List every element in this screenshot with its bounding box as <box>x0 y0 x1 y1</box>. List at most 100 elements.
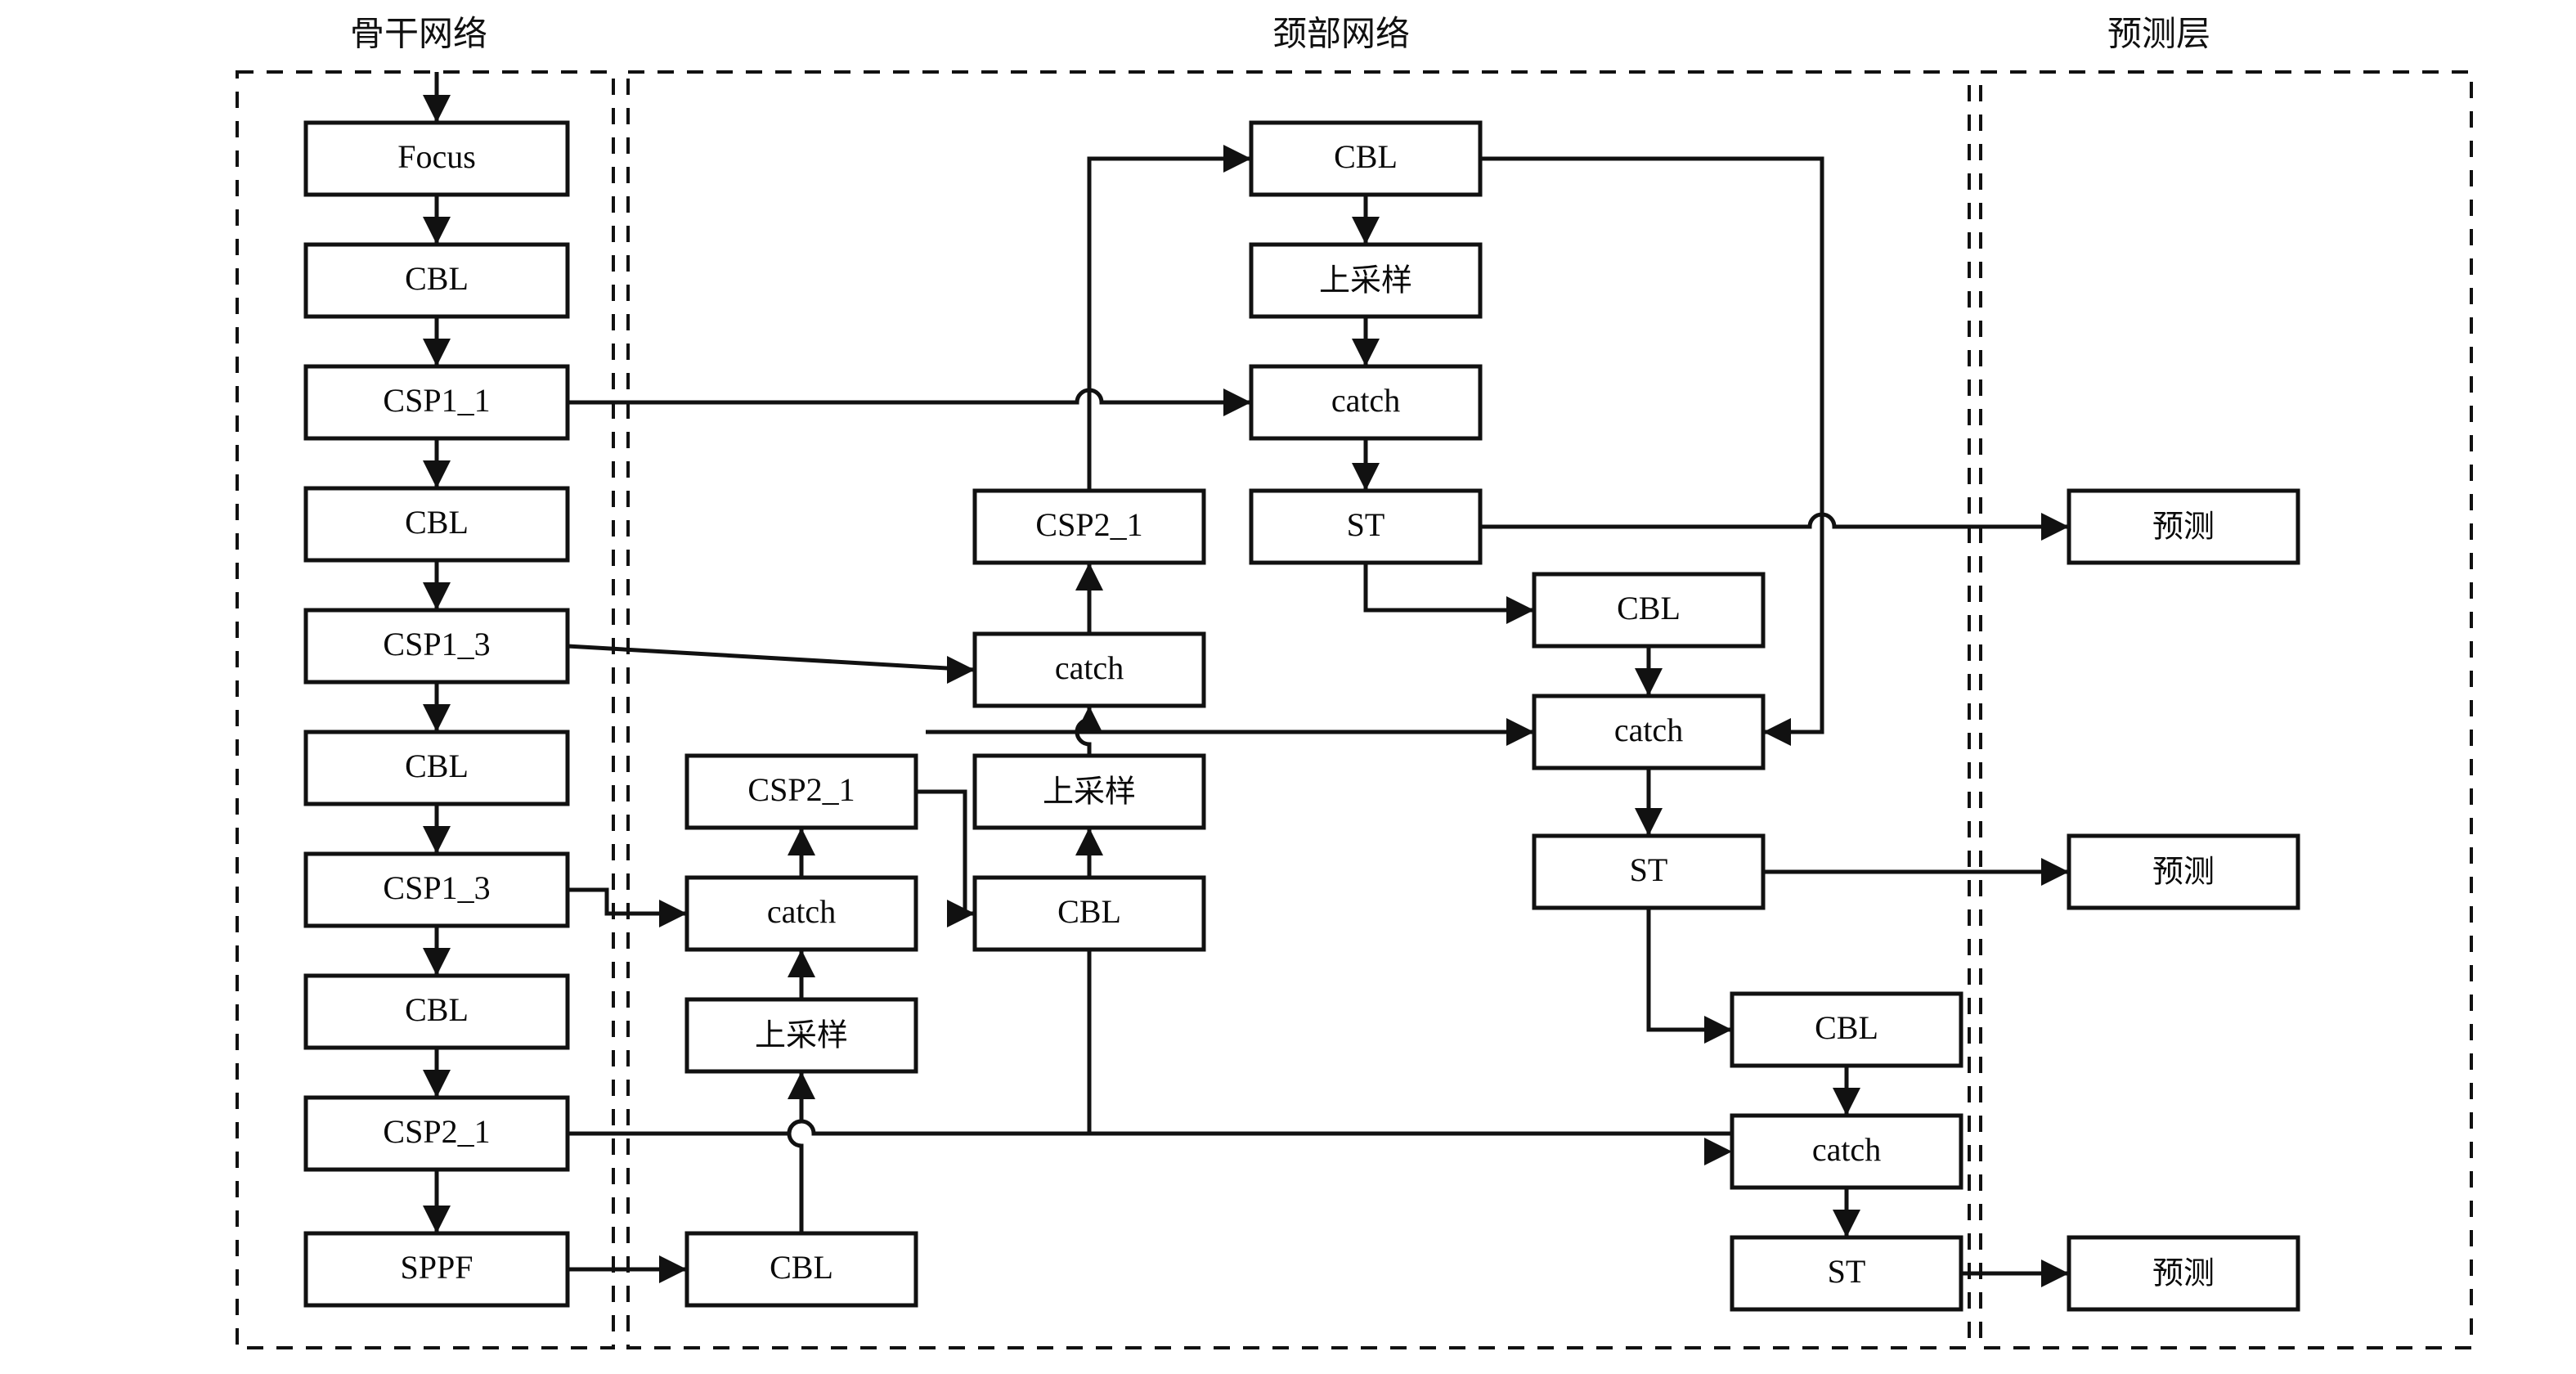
edge-input-focus-head <box>423 95 451 123</box>
node-box-n2_up[interactable] <box>972 753 1206 830</box>
edge-n2csp-n3cbl-head <box>1223 145 1251 173</box>
node-box-bb_cbl4[interactable] <box>303 973 570 1050</box>
node-label-p_pred2: 预测 <box>2152 854 2215 890</box>
node-box-n5_st[interactable] <box>1730 1235 1963 1312</box>
node-label-n3_cbl: CBL <box>1334 138 1398 175</box>
node-box-n1_cbl[interactable] <box>684 1231 918 1308</box>
node-box-n5_cbl[interactable] <box>1730 991 1963 1068</box>
node-box-bb_sppf[interactable] <box>303 1231 570 1308</box>
node-bb_sppf[interactable]: SPPF <box>303 1231 570 1308</box>
node-label-n4_cbl: CBL <box>1617 590 1681 626</box>
edge-csp13a-n2catch <box>567 644 976 672</box>
section-title-prediction: 预测层 <box>2107 16 2210 54</box>
node-box-n5_catch[interactable] <box>1730 1113 1963 1190</box>
node-n4_cbl[interactable]: CBL <box>1532 572 1766 649</box>
node-bb_csp13a[interactable]: CSP1_3 <box>303 608 570 685</box>
edge-n1csp-n2cbl-head <box>947 900 975 927</box>
node-p_pred1[interactable]: 预测 <box>2067 488 2300 565</box>
node-box-p_pred2[interactable] <box>2067 833 2300 910</box>
node-n1_cbl[interactable]: CBL <box>684 1231 918 1308</box>
edge-bb_cbl2-bb_csp13a-head <box>423 582 451 610</box>
node-p_pred2[interactable]: 预测 <box>2067 833 2300 910</box>
node-n3_catch[interactable]: catch <box>1249 364 1483 441</box>
edge-n4catch-n4st-head <box>1635 808 1663 836</box>
edge-bb_cbl3-bb_csp13b-head <box>423 826 451 854</box>
node-label-bb_focus: Focus <box>397 138 476 175</box>
node-label-p_pred1: 预测 <box>2152 509 2215 545</box>
node-label-n1_cbl: CBL <box>770 1249 833 1286</box>
node-bb_cbl3[interactable]: CBL <box>303 730 570 806</box>
node-n2_catch[interactable]: catch <box>972 631 1206 708</box>
node-box-p_pred3[interactable] <box>2067 1235 2300 1312</box>
section-frame-prediction <box>1979 70 2473 1349</box>
node-n5_catch[interactable]: catch <box>1730 1113 1963 1190</box>
node-box-n1_csp[interactable] <box>684 753 918 830</box>
node-box-bb_csp11[interactable] <box>303 364 570 441</box>
node-n4_catch[interactable]: catch <box>1532 694 1766 770</box>
node-box-n3_up[interactable] <box>1249 242 1483 319</box>
node-n2_cbl[interactable]: CBL <box>972 875 1206 952</box>
node-label-n1_up: 上采样 <box>755 1017 848 1053</box>
node-bb_csp21[interactable]: CSP2_1 <box>303 1095 570 1172</box>
node-box-n3_st[interactable] <box>1249 488 1483 565</box>
edge-bb_csp13a-bb_cbl3-head <box>423 704 451 732</box>
section-title-backbone: 骨干网络 <box>350 16 487 54</box>
edge-n1cbl-n1up-head <box>788 1071 815 1099</box>
node-label-bb_cbl4: CBL <box>405 991 469 1028</box>
edge-n2up-n2catch-head <box>1075 706 1103 734</box>
node-n5_st[interactable]: ST <box>1730 1235 1963 1312</box>
node-box-n4_cbl[interactable] <box>1532 572 1766 649</box>
node-n2_up[interactable]: 上采样 <box>972 753 1206 830</box>
edge-n4st-n5cbl <box>1646 908 1732 1032</box>
node-bb_cbl2[interactable]: CBL <box>303 486 570 563</box>
edge-bb_csp11-bb_cbl2-head <box>423 460 451 488</box>
node-bb_csp13b[interactable]: CSP1_3 <box>303 851 570 928</box>
node-box-p_pred1[interactable] <box>2067 488 2300 565</box>
node-bb_cbl4[interactable]: CBL <box>303 973 570 1050</box>
node-box-bb_cbl2[interactable] <box>303 486 570 563</box>
edge-n2catch-n2csp-head <box>1075 563 1103 590</box>
edge-n3st-pred1 <box>1480 512 2069 529</box>
node-n5_cbl[interactable]: CBL <box>1730 991 1963 1068</box>
node-box-bb_cbl1[interactable] <box>303 242 570 319</box>
edge-n3cbl-n4catch <box>1480 156 1824 734</box>
section-title-neck: 颈部网络 <box>1272 16 1410 54</box>
node-n3_cbl[interactable]: CBL <box>1249 120 1483 197</box>
node-box-bb_csp13a[interactable] <box>303 608 570 685</box>
node-box-bb_csp13b[interactable] <box>303 851 570 928</box>
node-box-bb_csp21[interactable] <box>303 1095 570 1172</box>
node-bb_csp11[interactable]: CSP1_1 <box>303 364 570 441</box>
node-box-n1_up[interactable] <box>684 997 918 1074</box>
node-box-n2_cbl[interactable] <box>972 875 1206 952</box>
node-n3_st[interactable]: ST <box>1249 488 1483 565</box>
node-n1_csp[interactable]: CSP2_1 <box>684 753 918 830</box>
edge-bb_cbl4-bb_csp21-head <box>423 1070 451 1098</box>
node-bb_cbl1[interactable]: CBL <box>303 242 570 319</box>
section-titles: 骨干网络 颈部网络 预测层 <box>350 16 2210 54</box>
node-box-n4_catch[interactable] <box>1532 694 1766 770</box>
node-n1_catch[interactable]: catch <box>684 875 918 952</box>
node-label-bb_csp21: CSP2_1 <box>383 1113 490 1150</box>
edge-n4cbl-n4catch-head <box>1635 668 1663 696</box>
node-box-n1_catch[interactable] <box>684 875 918 952</box>
node-box-n2_catch[interactable] <box>972 631 1206 708</box>
node-label-n2_cbl: CBL <box>1057 893 1121 930</box>
node-n2_csp[interactable]: CSP2_1 <box>972 488 1206 565</box>
node-box-n3_cbl[interactable] <box>1249 120 1483 197</box>
node-box-bb_focus[interactable] <box>303 120 570 197</box>
edge-n5catch-n5st-head <box>1833 1210 1860 1237</box>
edge-n3st-n4cbl-head <box>1506 596 1534 624</box>
node-p_pred3[interactable]: 预测 <box>2067 1235 2300 1312</box>
node-box-n3_catch[interactable] <box>1249 364 1483 441</box>
node-n1_up[interactable]: 上采样 <box>684 997 918 1074</box>
node-bb_focus[interactable]: Focus <box>303 120 570 197</box>
edge-bb_focus-bb_cbl1-head <box>423 217 451 245</box>
node-n3_up[interactable]: 上采样 <box>1249 242 1483 319</box>
edge-bb_csp21-bb_sppf-head <box>423 1206 451 1233</box>
node-box-bb_cbl3[interactable] <box>303 730 570 806</box>
edge-n3st-pred1-head <box>2041 513 2069 541</box>
edge-n2cbl-n2up-head <box>1075 828 1103 855</box>
node-box-n4_st[interactable] <box>1532 833 1766 910</box>
node-n4_st[interactable]: ST <box>1532 833 1766 910</box>
node-box-n2_csp[interactable] <box>972 488 1206 565</box>
